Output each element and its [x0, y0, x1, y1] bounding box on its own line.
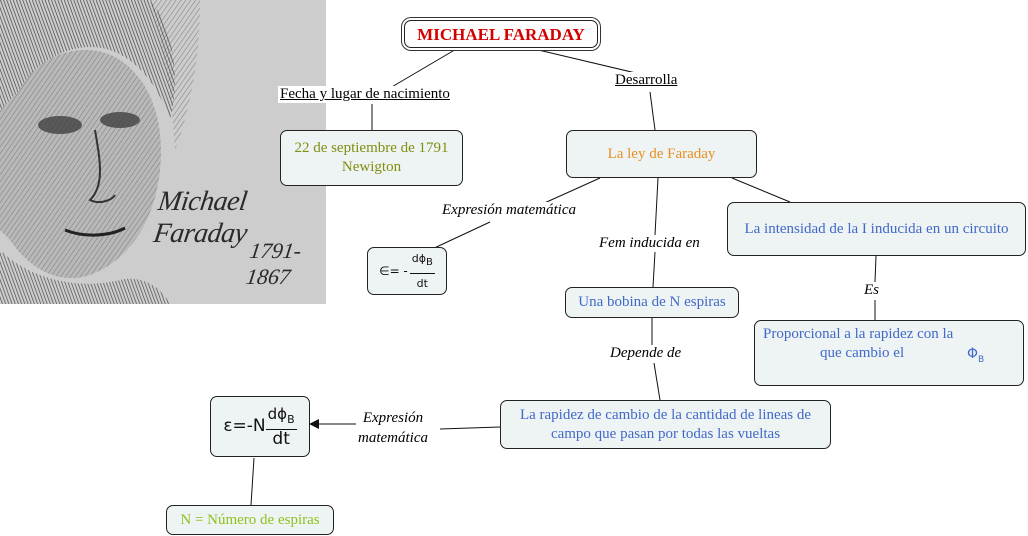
coil-node[interactable]: Una bobina de N espiras: [565, 287, 739, 318]
formula-faraday-sub: B: [287, 412, 295, 426]
rate-of-change-node[interactable]: La rapidez de cambio de la cantidad de l…: [500, 400, 831, 449]
faraday-portrait: Michael Faraday 1791-1867: [0, 0, 326, 304]
label-math-expression-2-line2: matemática: [358, 430, 428, 446]
link-develops-law: [649, 91, 656, 131]
link-depends-rate: [653, 362, 661, 401]
formula-faraday-num-text: dϕ: [267, 404, 288, 423]
coil-text: Una bobina de N espiras: [578, 294, 726, 310]
label-depends-on: Depende de: [608, 345, 684, 362]
phi-symbol: Φ: [967, 346, 979, 362]
intensity-node[interactable]: La intensidad de la I inducida en un cir…: [727, 202, 1026, 256]
formula-faraday-numerator: dϕB: [265, 404, 297, 430]
birth-node[interactable]: 22 de septiembre de 1791 Newigton: [280, 130, 463, 186]
formula-emf-num-text: dϕ: [411, 252, 427, 266]
formula-emf-lhs: ∈= -: [379, 263, 408, 278]
label-develops: Desarrolla: [613, 72, 680, 89]
phi-subscript: B: [978, 354, 985, 365]
title-text: MICHAEL FARADAY: [417, 24, 585, 44]
formula-emf-sub: B: [426, 257, 433, 269]
formula-faraday-denominator: dt: [272, 428, 290, 449]
proportional-line1: Proporcional a la rapidez con la: [763, 326, 954, 342]
n-definition-text: N = Número de espiras: [180, 511, 320, 528]
proportional-line2-text: que cambio el: [820, 345, 905, 361]
link-formula2-ndef: [250, 457, 255, 506]
faraday-law-node[interactable]: La ley de Faraday: [566, 130, 757, 178]
link-law-intensity: [731, 177, 791, 203]
label-is: Es: [862, 282, 881, 299]
link-title-develops: [529, 47, 641, 75]
formula-emf-denominator: dt: [416, 276, 428, 290]
formula-faraday-fraction: dϕB dt: [265, 404, 297, 449]
label-math-expression-2-line1: Expresión: [362, 410, 424, 426]
link-mathexpr-formula1: [429, 221, 491, 251]
link-title-birth: [389, 47, 459, 89]
link-fem-coil: [652, 251, 656, 288]
formula-emf-node[interactable]: ∈= - dϕB dt: [367, 247, 447, 295]
intensity-text: La intensidad de la I inducida en un cir…: [744, 220, 1009, 237]
label-birth: Fecha y lugar de nacimiento: [278, 86, 452, 103]
rate-line2: campo que pasan por todas las vueltas: [550, 425, 781, 442]
birth-place: Newigton: [341, 159, 402, 175]
phi-flux-symbol: ΦB: [967, 345, 984, 370]
faraday-law-text: La ley de Faraday: [607, 145, 716, 162]
n-definition-node[interactable]: N = Número de espiras: [166, 505, 334, 535]
proportional-line2: que cambio el: [763, 344, 1023, 363]
formula-faraday-lhs: ε=-N: [223, 416, 266, 436]
proportional-node[interactable]: Proporcional a la rapidez con la que cam…: [754, 320, 1024, 386]
link-law-fem: [654, 177, 659, 236]
link-law-mathexpr: [539, 177, 601, 206]
label-fem-induced: Fem inducida en: [597, 235, 702, 252]
label-math-expression: Expresión matemática: [440, 202, 578, 219]
link-intensity-is: [874, 255, 877, 283]
formula-emf-fraction: dϕB dt: [409, 249, 435, 292]
birth-date: 22 de septiembre de 1791: [294, 140, 449, 156]
label-math-expression-2: Expresión matemática: [356, 408, 430, 448]
title-node[interactable]: MICHAEL FARADAY: [404, 20, 598, 48]
formula-faraday-node[interactable]: ε=-N dϕB dt: [210, 396, 310, 457]
portrait-engraving: [0, 0, 326, 304]
formula-emf-numerator: dϕB: [409, 249, 435, 274]
rate-line1: La rapidez de cambio de la cantidad de l…: [519, 406, 812, 423]
link-rate-mathexpr2: [439, 426, 501, 430]
